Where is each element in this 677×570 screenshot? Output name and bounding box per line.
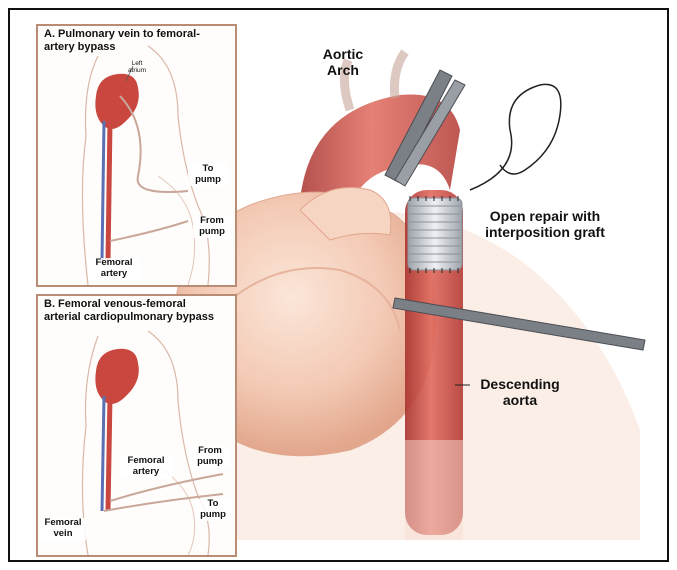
panel-b-from-pump-label: From pump — [190, 446, 230, 468]
vein-b — [102, 396, 104, 511]
panel-b-femoral-artery-line-2: artery — [120, 467, 172, 478]
descending-aorta-label: Descending aorta — [470, 376, 570, 408]
panel-b-femoral-artery-label: Femoral artery — [120, 456, 172, 478]
panel-a-to-pump-line-2: pump — [188, 175, 228, 186]
heart-a — [95, 74, 138, 129]
panel-b-femoral-vein-line-2: vein — [40, 529, 86, 540]
panel-a-from-pump-label: From pump — [193, 216, 231, 238]
open-repair-line-1: Open repair with — [470, 208, 620, 224]
panel-a-title-line-2: artery bypass — [44, 41, 200, 54]
from-pump-tube-b — [110, 474, 223, 501]
panel-b: B. Femoral venous-femoral arterial cardi… — [36, 294, 237, 557]
heart-b — [95, 349, 138, 404]
aortic-arch-line-1: Aortic — [308, 46, 378, 62]
aorta-b — [108, 396, 110, 511]
panel-b-title: B. Femoral venous-femoral arterial cardi… — [44, 298, 214, 324]
panel-a-to-pump-label: To pump — [188, 164, 228, 186]
body-outline-a — [82, 56, 98, 285]
panel-b-title-line-1: B. Femoral venous-femoral — [44, 298, 214, 311]
panel-a-femoral-artery-line-2: artery — [88, 269, 140, 280]
vein-a — [102, 121, 104, 261]
descending-aorta-line-1: Descending — [470, 376, 570, 392]
open-repair-line-2: interposition graft — [470, 224, 620, 240]
panel-b-from-pump-line-2: pump — [190, 457, 230, 468]
aortic-arch-label: Aortic Arch — [308, 46, 378, 78]
interposition-graft — [408, 198, 462, 270]
panel-b-femoral-vein-label: Femoral vein — [40, 518, 86, 540]
panel-a-title: A. Pulmonary vein to femoral- artery byp… — [44, 28, 200, 54]
arch-branch-2 — [394, 52, 405, 98]
suture-thread — [470, 84, 561, 190]
panel-a-femoral-artery-label: Femoral artery — [88, 258, 140, 280]
left-atrium-line-1: Left — [118, 60, 156, 67]
panel-b-to-pump-label: To pump — [195, 499, 231, 521]
aortic-arch-line-2: Arch — [308, 62, 378, 78]
open-repair-label: Open repair with interposition graft — [470, 208, 620, 240]
descending-aorta-line-2: aorta — [470, 392, 570, 408]
aorta-a — [108, 121, 110, 261]
from-pump-tube — [110, 221, 188, 241]
panel-a-title-line-1: A. Pulmonary vein to femoral- — [44, 28, 200, 41]
panel-a-from-pump-line-2: pump — [193, 227, 231, 238]
left-atrium-label: Left atrium — [118, 60, 156, 75]
panel-a: A. Pulmonary vein to femoral- artery byp… — [36, 24, 237, 287]
left-atrium-line-2: atrium — [118, 67, 156, 74]
panel-b-title-line-2: arterial cardiopulmonary bypass — [44, 311, 214, 324]
panel-b-to-pump-line-2: pump — [195, 510, 231, 521]
